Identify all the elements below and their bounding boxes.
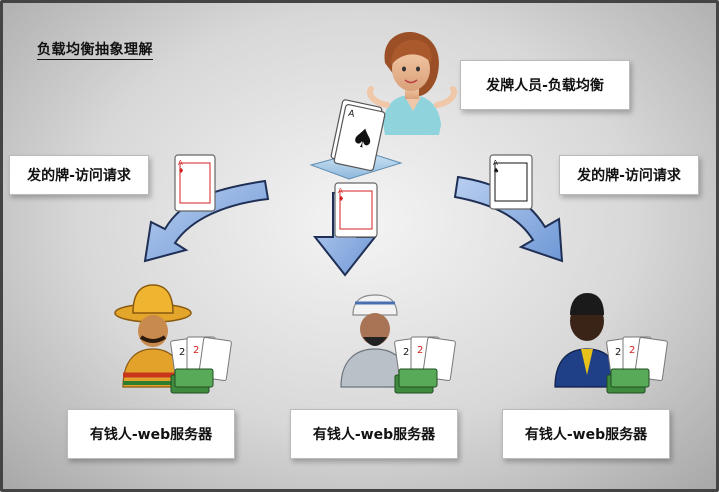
request-label-right: 发的牌-访问请求	[559, 155, 699, 195]
dealer-figure	[367, 32, 457, 135]
svg-text:A: A	[493, 159, 498, 167]
server-label-3: 有钱人-web服务器	[502, 409, 670, 459]
svg-text:2: 2	[403, 347, 409, 358]
server-avatar-turban	[340, 294, 410, 388]
svg-text:2: 2	[179, 347, 185, 358]
dealer-label: 发牌人员-负载均衡	[460, 60, 630, 110]
server-cards-2: 2 2	[394, 336, 456, 394]
svg-text:♦: ♦	[178, 167, 184, 175]
svg-text:2: 2	[615, 347, 621, 358]
arrow-left	[143, 179, 270, 263]
svg-text:2: 2	[417, 345, 423, 356]
svg-text:♠: ♠	[493, 167, 499, 175]
dealer-ace-card: A ♠	[330, 99, 386, 172]
request-card-left: A ♦	[174, 154, 216, 212]
server-cards-1: 2 2	[170, 336, 232, 394]
svg-text:2: 2	[193, 345, 199, 356]
request-label-left: 发的牌-访问请求	[9, 155, 149, 195]
svg-text:A: A	[178, 159, 183, 167]
server-avatar-suit	[554, 293, 620, 388]
request-card-right: A ♠	[489, 154, 533, 210]
diagram-artwork: A ♠ A ♦ A ♦ A ♠	[114, 32, 668, 394]
svg-text:2: 2	[629, 345, 635, 356]
server-label-1: 有钱人-web服务器	[67, 409, 235, 459]
svg-text:A: A	[338, 187, 343, 195]
svg-text:A: A	[347, 109, 356, 120]
svg-text:♦: ♦	[338, 195, 344, 203]
server-label-2: 有钱人-web服务器	[290, 409, 458, 459]
diagram-title: 负载均衡抽象理解	[37, 42, 153, 58]
server-cards-3: 2 2	[606, 336, 668, 394]
request-card-center: A ♦	[334, 182, 378, 238]
